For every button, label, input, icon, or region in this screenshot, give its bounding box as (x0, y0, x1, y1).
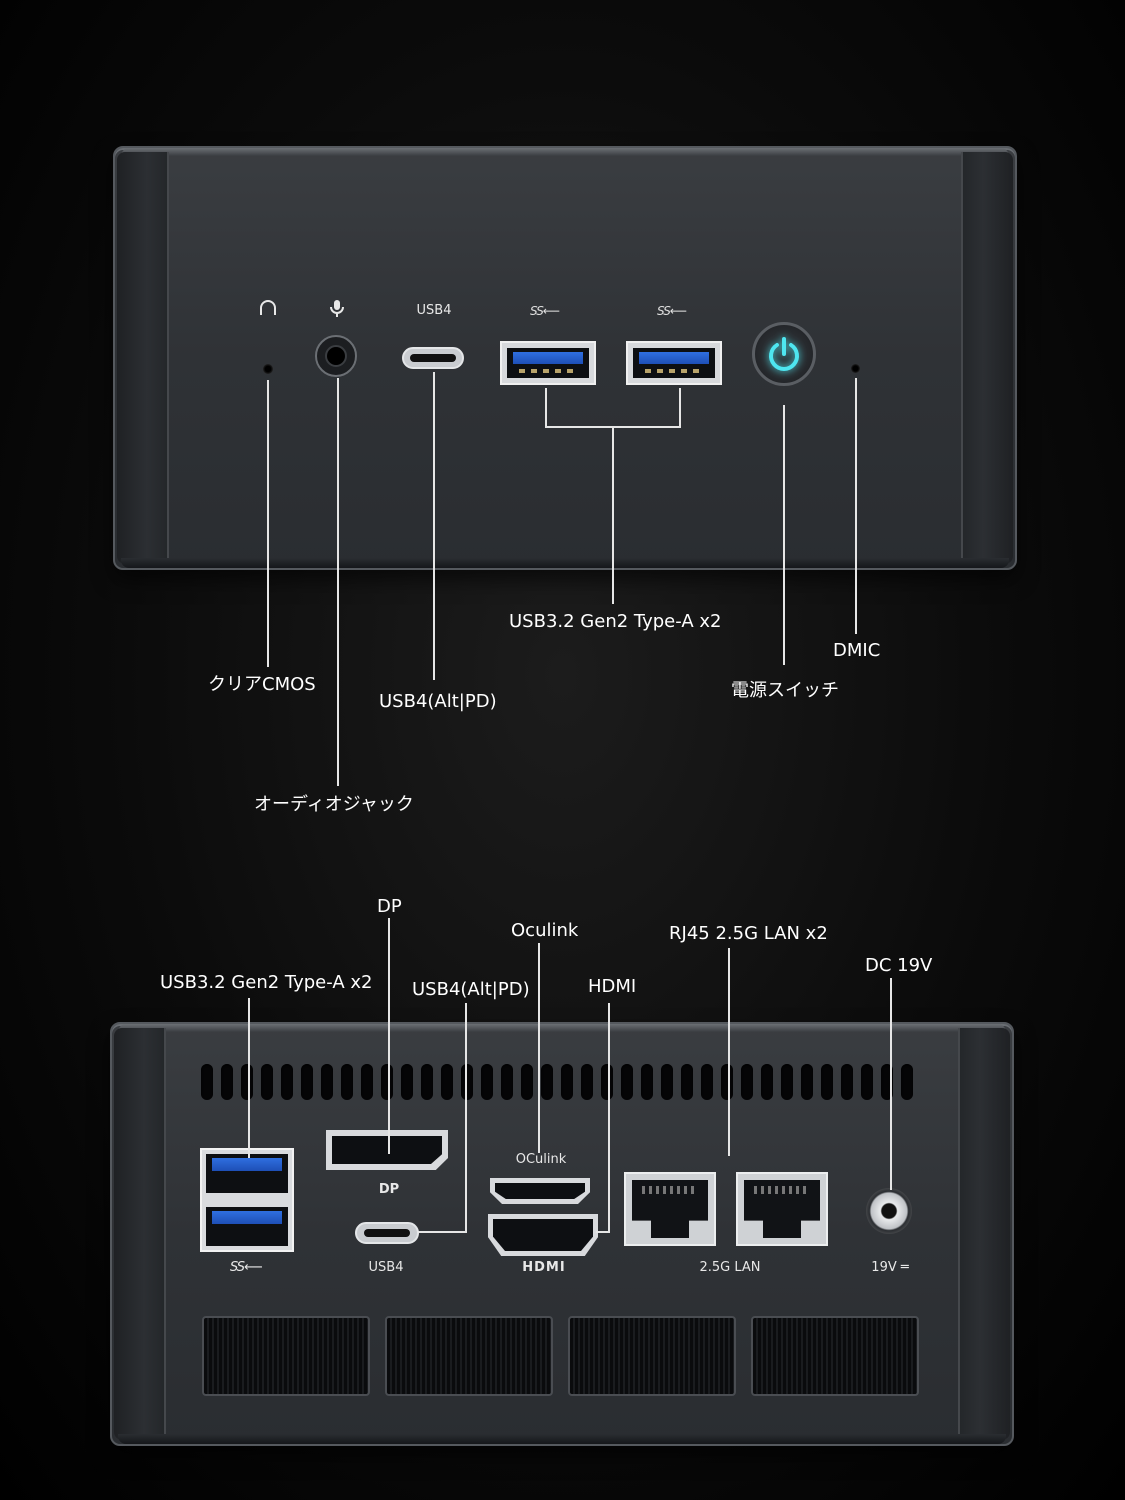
dmic-callout: DMIC (833, 640, 881, 661)
hdmi-port[interactable] (488, 1214, 598, 1256)
usb-a-line-2 (679, 388, 681, 428)
rj45-line (728, 948, 730, 1156)
oculink-port-label: OCulink (515, 1152, 567, 1167)
vent-grille-2 (385, 1316, 553, 1396)
rear-left-cap (114, 1028, 166, 1440)
power-icon (769, 337, 799, 371)
front-usb-a-port-1[interactable] (500, 341, 596, 385)
rear-usb32-line (248, 998, 250, 1158)
dc-callout: DC 19V (865, 955, 933, 976)
rear-usb4-line (465, 1003, 467, 1233)
rear-usb32-callout: USB3.2 Gen2 Type-A x2 (160, 972, 373, 993)
rear-top-rim (118, 1024, 1006, 1032)
dmic-line (855, 378, 857, 634)
microphone-icon (330, 300, 344, 317)
clear-cmos-line (267, 380, 269, 667)
dp-port-label: DP (378, 1182, 400, 1197)
usb-a-stem (612, 426, 614, 604)
clear-cmos-pinhole[interactable] (263, 364, 273, 374)
hdmi-port-label: HDMI (522, 1260, 566, 1275)
power-button[interactable] (752, 322, 816, 386)
hdmi-line (608, 1003, 610, 1233)
superspeed-icon: SS⟵ (657, 304, 687, 318)
top-vent-slots (201, 1064, 913, 1100)
rear-bottom-rim (118, 1434, 1006, 1444)
audio-jack-line (337, 378, 339, 786)
dp-callout: DP (377, 896, 402, 917)
displayport-port[interactable] (326, 1130, 448, 1170)
rear-right-cap (958, 1028, 1010, 1440)
dc-line (890, 978, 892, 1190)
headphone-icon (260, 300, 276, 315)
hdmi-callout: HDMI (588, 976, 637, 997)
hdmi-hline (596, 1231, 610, 1233)
audio-jack-callout: オーディオジャック (254, 794, 414, 815)
rear-usb-a-port-1[interactable] (206, 1154, 288, 1193)
superspeed-icon: SS⟵ (230, 1260, 263, 1275)
usb4-line (433, 372, 435, 680)
clear-cmos-callout: クリアCMOS (208, 674, 316, 695)
dc-power-jack[interactable] (866, 1188, 912, 1234)
rear-usb4-port-label: USB4 (368, 1260, 404, 1275)
rear-usb4-hline (418, 1231, 467, 1233)
front-usb4-port-label: USB4 (416, 303, 452, 318)
front-usb-a-port-2[interactable] (626, 341, 722, 385)
lan-port-2[interactable] (736, 1172, 828, 1246)
front-bottom-rim (121, 558, 1009, 568)
front-right-cap (961, 152, 1013, 564)
superspeed-icon: SS⟵ (530, 304, 560, 318)
usb32-callout: USB3.2 Gen2 Type-A x2 (509, 611, 722, 632)
front-top-rim (121, 148, 1009, 156)
rear-usb-a-port-2[interactable] (206, 1207, 288, 1246)
usb4-callout: USB4(Alt|PD) (379, 691, 497, 712)
rear-usb-a-stack[interactable] (200, 1148, 294, 1252)
front-usb4-port[interactable] (402, 347, 464, 369)
oculink-port[interactable] (490, 1178, 590, 1204)
rear-usb4-callout: USB4(Alt|PD) (412, 979, 530, 1000)
power-switch-callout: 電源スイッチ (731, 680, 839, 701)
audio-jack[interactable] (315, 335, 357, 377)
lan-port-label: 2.5G LAN (699, 1260, 761, 1275)
dc-port-label: 19V ═ (871, 1260, 909, 1275)
vent-grille-3 (568, 1316, 736, 1396)
lan-port-1[interactable] (624, 1172, 716, 1246)
power-line (783, 405, 785, 665)
vent-grille-1 (202, 1316, 370, 1396)
oculink-callout: Oculink (511, 920, 579, 941)
rj45-callout: RJ45 2.5G LAN x2 (669, 923, 828, 944)
usb-a-line-1 (545, 388, 547, 428)
oculink-line (538, 943, 540, 1153)
dp-line (388, 918, 390, 1154)
rear-usb4-port[interactable] (355, 1222, 419, 1244)
front-left-cap (117, 152, 169, 564)
vent-grille-4 (751, 1316, 919, 1396)
front-panel (113, 146, 1017, 570)
dmic-hole (851, 364, 860, 373)
